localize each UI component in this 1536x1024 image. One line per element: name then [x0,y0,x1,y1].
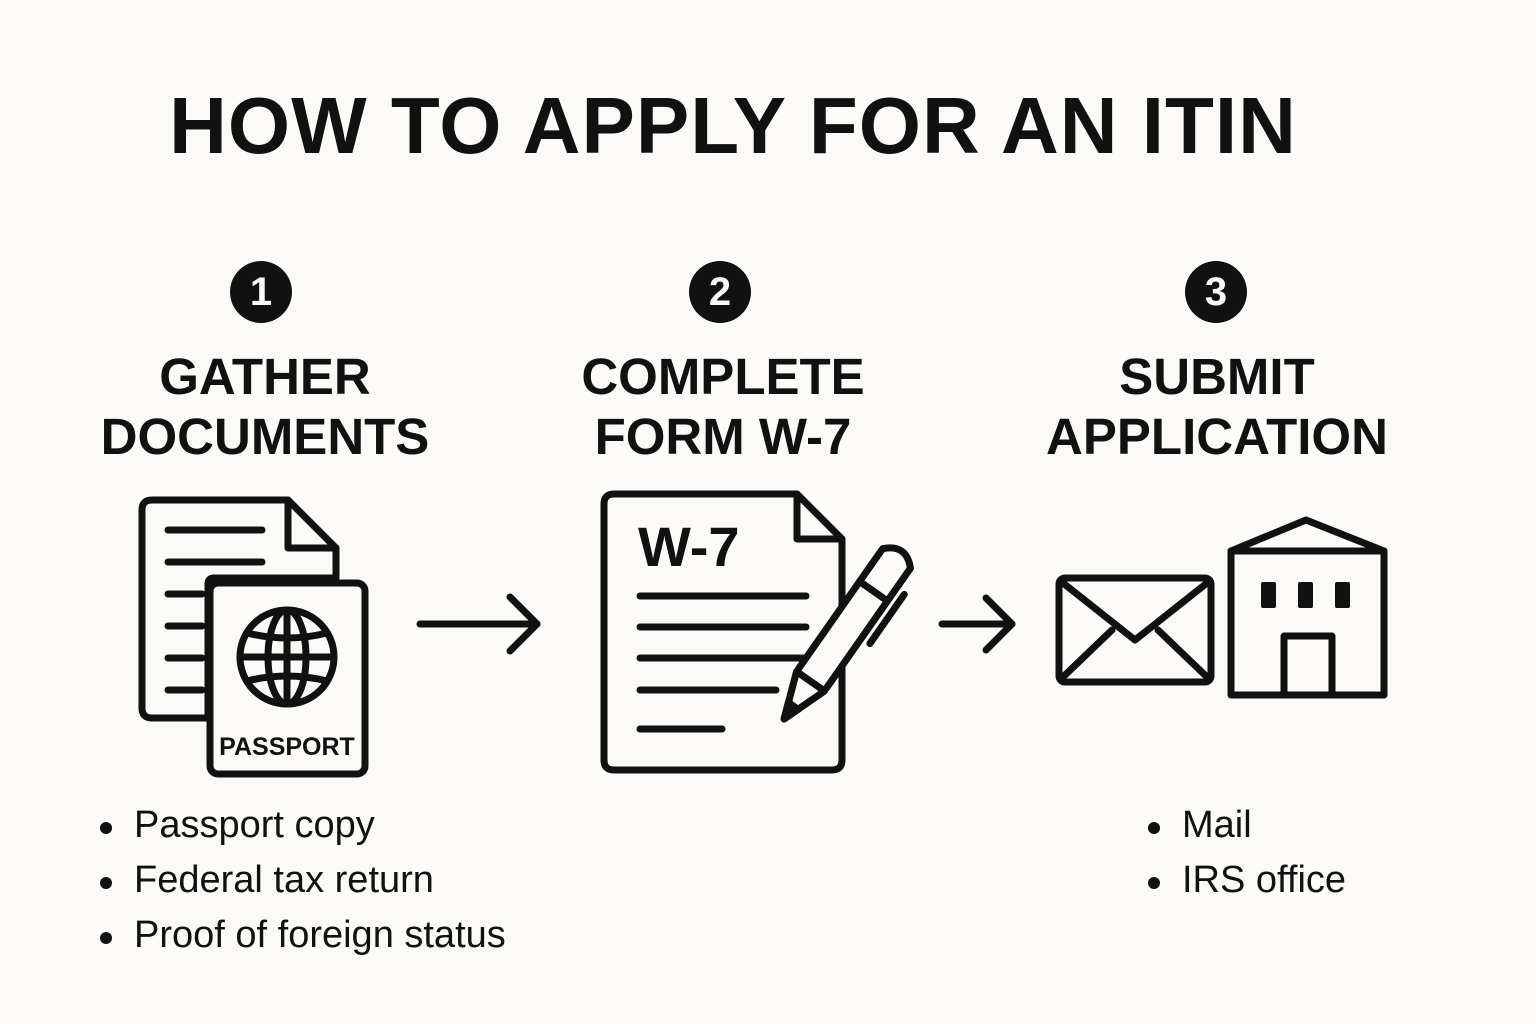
form-fold [793,490,846,543]
step-3-title: SUBMIT APPLICATION [987,347,1447,467]
step-2-title: COMPLETE FORM W-7 [493,347,953,467]
document-sheet [138,496,340,722]
building-icon [1227,516,1388,699]
step-1-bullet-list: Passport copy Federal tax return Proof o… [100,798,506,963]
step-2-title-line-2: FORM W-7 [594,408,852,465]
passport-cover [206,579,369,778]
step-1-number-badge: 1 [230,261,292,323]
passport-label: PASSPORT [219,733,355,761]
list-item: Proof of foreign status [100,908,506,963]
step-3-title-line-1: SUBMIT [1119,348,1315,405]
step-3-title-line-2: APPLICATION [1046,408,1388,465]
step-3-number-badge: 3 [1185,261,1247,323]
step-1-title-line-2: DOCUMENTS [100,408,430,465]
envelope-icon [1055,574,1215,686]
step-2-title-line-1: COMPLETE [581,348,865,405]
list-item: Passport copy [100,798,506,853]
document-fold [284,496,340,552]
step-1-title: GATHER DOCUMENTS [35,347,495,467]
documents-passport-icon: PASSPORT [138,496,369,778]
globe-icon [236,606,338,708]
step-3-bullet-list: Mail IRS office [1148,798,1346,908]
pen-icon [780,544,914,723]
list-item: Mail [1148,798,1346,853]
form-sheet [600,490,846,774]
arrow-right-icon [416,593,541,655]
form-pen-icon: W-7 [600,490,914,774]
list-item: Federal tax return [100,853,506,908]
step-2-number-badge: 2 [689,261,751,323]
building-windows [1261,582,1350,608]
mail-building-icon [1055,516,1388,699]
form-label: W-7 [638,515,740,578]
arrow-right-icon [938,594,1016,654]
list-item: IRS office [1148,853,1346,908]
step-1-title-line-1: GATHER [159,348,371,405]
page-title: HOW TO APPLY FOR AN ITIN [169,81,1297,170]
